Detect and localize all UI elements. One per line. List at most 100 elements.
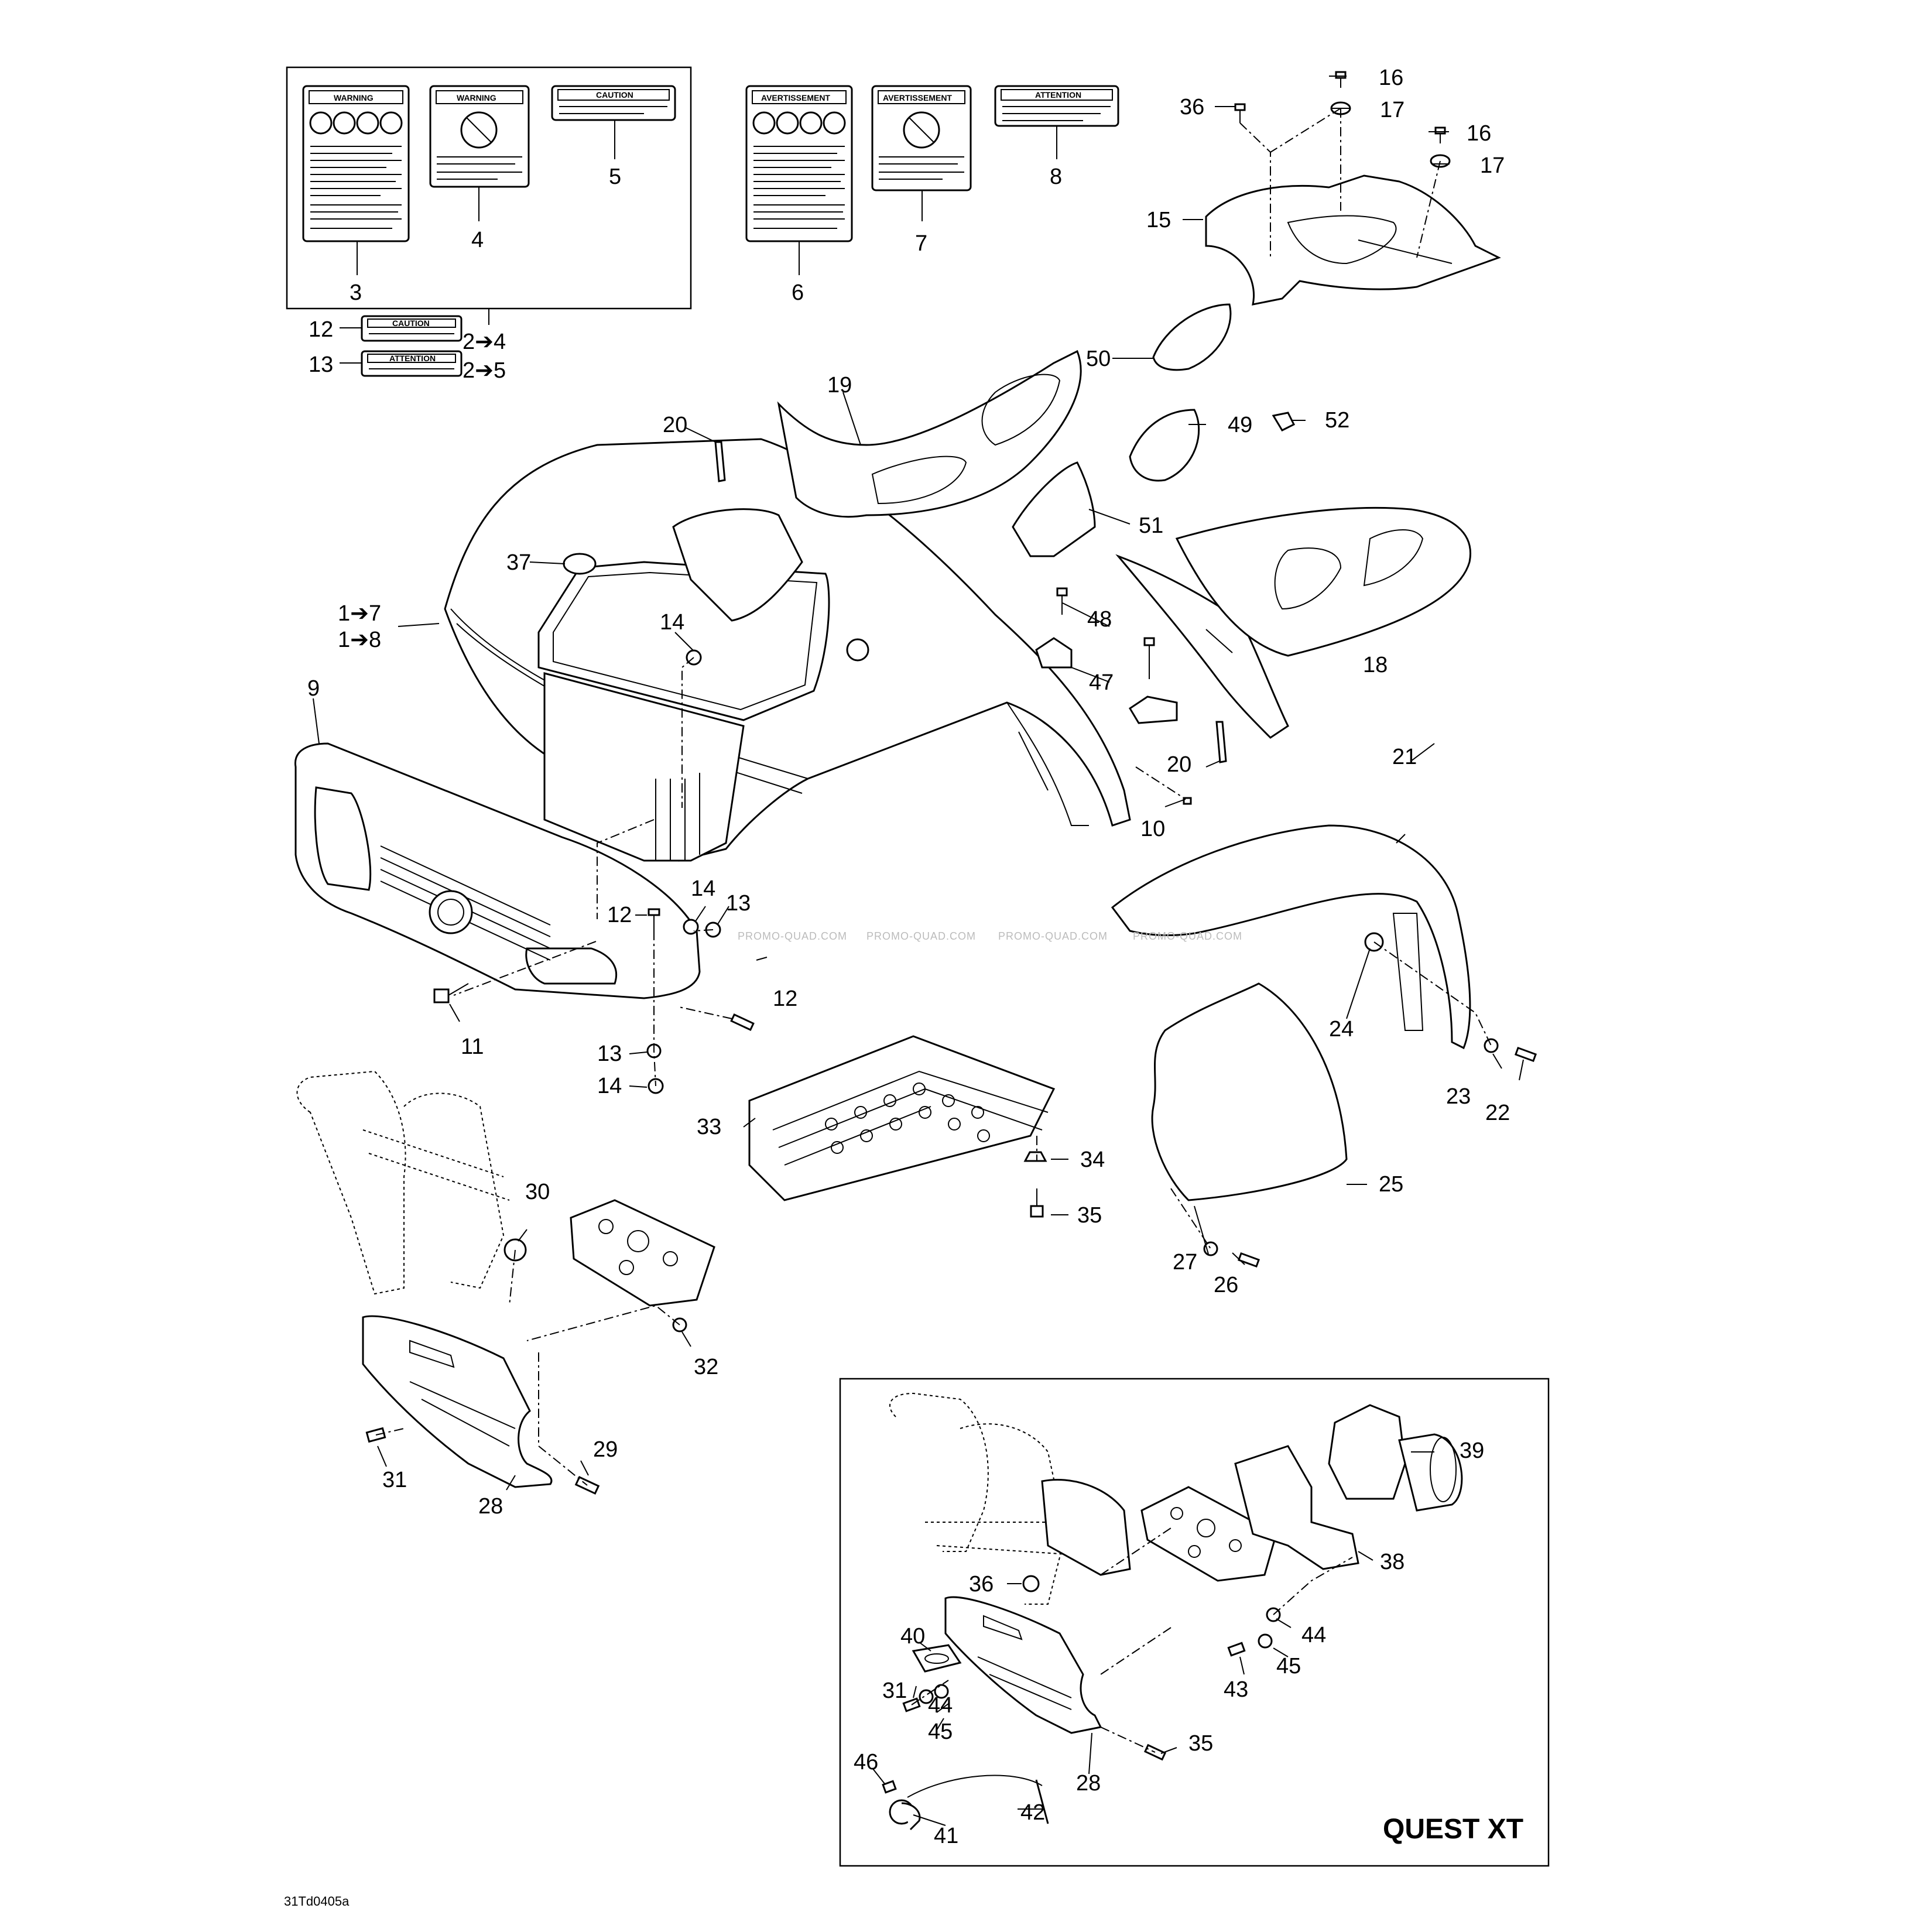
callout-36-xt: 36	[969, 1572, 994, 1597]
decal-6-title: AVERTISSEMENT	[761, 93, 830, 102]
callout-3: 3	[350, 280, 362, 305]
callout-leaders	[313, 76, 1524, 1826]
fairlead-40	[912, 1644, 962, 1673]
callout-19: 19	[827, 373, 852, 398]
mud-flap-21	[1111, 824, 1471, 1050]
kit-ref-1-7: 1➔7	[338, 601, 381, 626]
clip-52	[1272, 412, 1296, 431]
callout-16-top: 16	[1379, 66, 1403, 90]
callout-8: 8	[1050, 165, 1062, 189]
decal-13-title: ATTENTION	[389, 354, 436, 363]
watermark-2: PROMO-QUAD.COM	[866, 930, 976, 942]
front-bumper-dotted	[296, 1070, 510, 1295]
callout-39: 39	[1460, 1438, 1484, 1463]
quest-xt-title: QUEST XT	[1383, 1814, 1523, 1845]
callout-27: 27	[1173, 1250, 1197, 1275]
callout-49: 49	[1228, 413, 1252, 437]
assembly-centerlines	[375, 108, 1492, 1753]
watermark-4: PROMO-QUAD.COM	[1133, 930, 1242, 942]
decal-attention-label-8: ATTENTION	[994, 85, 1119, 127]
callout-31: 31	[382, 1468, 407, 1492]
callout-32: 32	[694, 1355, 718, 1379]
front-mount-bracket	[570, 1199, 715, 1307]
winch-bracket-38	[1234, 1445, 1359, 1570]
front-grille-panel-9	[294, 742, 701, 999]
callout-26: 26	[1214, 1273, 1238, 1297]
callout-11: 11	[461, 1034, 484, 1059]
kit-ref-2-5: 2➔5	[463, 358, 506, 383]
xt-grille-guard	[1041, 1478, 1131, 1576]
callout-45-right: 45	[1276, 1654, 1301, 1678]
callout-36-top: 36	[1180, 95, 1204, 119]
rear-panel-15	[1205, 174, 1501, 306]
decal-caution-label-5: CAUTION	[551, 85, 676, 121]
decal-8-title: ATTENTION	[1035, 90, 1081, 100]
callout-12-front: 12	[607, 903, 632, 927]
callout-9: 9	[307, 676, 320, 701]
decal-7-title: AVERTISSEMENT	[883, 93, 952, 102]
vent-50	[1152, 303, 1232, 371]
callout-43: 43	[1224, 1677, 1248, 1702]
callout-42: 42	[1020, 1800, 1045, 1825]
decal-warning-label-3: WARNING	[302, 85, 410, 242]
callout-25: 25	[1379, 1172, 1403, 1197]
watermark-1: PROMO-QUAD.COM	[738, 930, 847, 942]
callout-46: 46	[854, 1750, 878, 1775]
callout-16-right: 16	[1467, 121, 1491, 146]
inner-fender-25	[1151, 982, 1348, 1201]
callout-40: 40	[900, 1624, 925, 1649]
callout-52: 52	[1325, 408, 1349, 433]
pin-42	[1035, 1779, 1049, 1824]
callout-6: 6	[792, 280, 804, 305]
decal-caution-label-12: CAUTION	[361, 315, 463, 342]
callout-13-lower: 13	[597, 1042, 622, 1066]
callout-28: 28	[478, 1494, 503, 1519]
callout-20-top: 20	[663, 413, 687, 437]
callout-50: 50	[1086, 347, 1111, 371]
callout-numbers: 3 4 5 6 7 8 2➔4 2➔5 1➔7 1➔8 12 13 16 17 …	[307, 66, 1510, 1848]
callout-12-decal: 12	[309, 317, 333, 342]
callout-31-xt: 31	[882, 1678, 907, 1703]
callout-13-decal: 13	[309, 352, 333, 377]
decal-3-title: WARNING	[334, 93, 374, 102]
callout-15: 15	[1146, 208, 1171, 232]
callout-20-right: 20	[1167, 752, 1191, 777]
side-panel-18	[1115, 506, 1471, 739]
watermark-3: PROMO-QUAD.COM	[998, 930, 1108, 942]
callout-41: 41	[934, 1824, 958, 1848]
xt-mount-bracket	[1140, 1486, 1277, 1582]
callout-17-top: 17	[1380, 98, 1405, 122]
callout-45-left: 45	[928, 1719, 953, 1744]
callout-12-side: 12	[773, 986, 797, 1011]
front-fender-body	[444, 438, 1131, 862]
xt-skid-28	[944, 1596, 1102, 1734]
callout-30: 30	[525, 1180, 550, 1204]
vent-frame-49	[1129, 409, 1200, 482]
kit-ref-2-4: 2➔4	[463, 330, 506, 354]
decal-4-title: WARNING	[457, 93, 496, 102]
callout-22: 22	[1485, 1101, 1510, 1125]
callout-44-left: 44	[928, 1693, 953, 1718]
callout-18: 18	[1363, 653, 1388, 677]
callout-51: 51	[1139, 513, 1163, 538]
callout-35-xt: 35	[1188, 1731, 1213, 1756]
decal-5-title: CAUTION	[596, 90, 633, 100]
skid-plate-33	[748, 1035, 1056, 1201]
winch-39	[1328, 1404, 1463, 1512]
decal-attention-label-13: ATTENTION	[361, 350, 463, 377]
side-panel-19	[777, 350, 1082, 518]
front-skid-28	[362, 1315, 553, 1488]
callout-38: 38	[1380, 1550, 1405, 1574]
callout-35: 35	[1077, 1203, 1102, 1228]
callout-14-center: 14	[660, 610, 684, 635]
vent-51	[1012, 461, 1096, 557]
callout-13-front: 13	[726, 891, 751, 916]
callout-4: 4	[471, 228, 484, 252]
pin-46	[882, 1780, 897, 1794]
callout-23: 23	[1446, 1084, 1471, 1109]
callout-47: 47	[1089, 670, 1114, 695]
diagram-code: 31Td0405a	[284, 1894, 350, 1909]
callout-17-right: 17	[1480, 153, 1505, 178]
decal-12-title: CAUTION	[392, 318, 430, 328]
